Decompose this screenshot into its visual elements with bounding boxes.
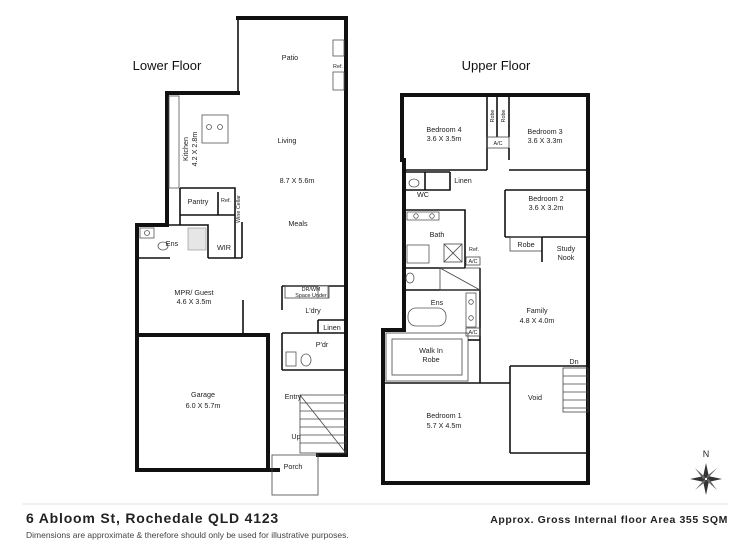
upper-ens-label: Ens xyxy=(431,298,444,307)
walk-in-robe-label-2: Robe xyxy=(422,355,439,364)
dimensions-disclaimer: Dimensions are approximate & therefore s… xyxy=(26,530,349,540)
patio-ref-label: Ref. xyxy=(333,64,343,70)
laundry-label: L'dry xyxy=(305,306,321,315)
property-address: 6 Abloom St, Rochedale QLD 4123 xyxy=(26,510,280,526)
ac-low-label: A/C xyxy=(469,330,478,336)
powder-room-label: P'dr xyxy=(316,340,329,349)
kitchen-island xyxy=(201,114,229,144)
walk-in-robe-label-1: Walk In xyxy=(419,346,443,355)
upper-south-wall xyxy=(381,451,590,485)
bedroom3-size-label: 3.6 X 3.3m xyxy=(528,136,563,145)
void-label: Void xyxy=(528,393,542,402)
patio-area xyxy=(236,16,348,95)
wine-cellar-label: Wine Cellar xyxy=(236,195,242,223)
bedroom4-size-label: 3.6 X 3.5m xyxy=(427,134,462,143)
study-nook-label-2: Nook xyxy=(558,253,575,262)
stairs-down-label: Dn xyxy=(569,357,578,366)
bedroom2-label: Bedroom 2 xyxy=(528,194,563,203)
upper-ref-label: Ref. xyxy=(469,247,479,253)
upper-linen-label: Linen xyxy=(454,176,472,185)
pantry-label: Pantry xyxy=(188,197,209,206)
porch-outline xyxy=(271,454,319,496)
lower-linen-label: Linen xyxy=(323,323,341,332)
drwm-label: DR/WM xyxy=(302,287,321,293)
kitchen-bench xyxy=(168,95,180,189)
upper-stairs xyxy=(562,367,589,413)
mpr-size-label: 4.6 X 3.5m xyxy=(177,297,212,306)
wc-label: WC xyxy=(417,190,429,199)
ac-top-label: A/C xyxy=(494,141,503,147)
entry-label: Entry xyxy=(285,392,302,401)
compass-north-label: N xyxy=(703,449,710,459)
upper-west-wall xyxy=(381,93,406,485)
bath-label: Bath xyxy=(430,230,445,239)
living-size-label: 8.7 X 5.6m xyxy=(280,176,315,185)
compass-rose-icon xyxy=(690,463,722,495)
upper-floor-plan: Bedroom 4 3.6 X 3.5m Robe Robe A/C Bedro… xyxy=(381,93,590,485)
upper-north-east-wall xyxy=(400,93,590,455)
bedroom1-label: Bedroom 1 xyxy=(426,411,461,420)
ac-mid-label: A/C xyxy=(469,259,478,265)
living-label: Living xyxy=(278,136,297,145)
drwm-space-under-label: Space Under xyxy=(295,293,327,299)
robe-c-label: Robe xyxy=(517,240,534,249)
porch-label: Porch xyxy=(284,462,303,471)
kitchen-ref-label: Ref. xyxy=(221,198,231,204)
bedroom2-size-label: 3.6 X 3.2m xyxy=(529,203,564,212)
lower-floor-title: Lower Floor xyxy=(133,58,202,73)
upper-floor-title: Upper Floor xyxy=(462,58,531,73)
stairs-up-label: Up xyxy=(291,432,300,441)
kitchen-size-label: 4.2 X 2.8m xyxy=(190,132,199,167)
garage-size-label: 6.0 X 5.7m xyxy=(186,401,221,410)
lower-stairs xyxy=(299,394,347,454)
wir-label: WIR xyxy=(217,243,231,252)
robe-a-label: Robe xyxy=(490,110,496,123)
ens-label: Ens xyxy=(166,239,179,248)
family-size-label: 4.8 X 4.0m xyxy=(520,316,555,325)
study-nook-label-1: Study xyxy=(557,244,576,253)
family-label: Family xyxy=(526,306,548,315)
lower-floor-plan: Patio Ref. Kitchen 4.2 X 2.8m Living 8.7… xyxy=(135,16,348,496)
meals-label: Meals xyxy=(288,219,308,228)
bedroom1-size-label: 5.7 X 4.5m xyxy=(427,421,462,430)
patio-label: Patio xyxy=(282,53,298,62)
garage-label: Garage xyxy=(191,390,215,399)
bedroom3-label: Bedroom 3 xyxy=(527,127,562,136)
robe-b-label: Robe xyxy=(501,110,507,123)
bedroom4-label: Bedroom 4 xyxy=(426,125,461,134)
mpr-guest-label: MPR/ Guest xyxy=(174,288,213,297)
floor-area-note: Approx. Gross Internal floor Area 355 SQ… xyxy=(490,514,728,526)
kitchen-label: Kitchen xyxy=(181,137,190,161)
north-compass: N xyxy=(690,449,722,495)
